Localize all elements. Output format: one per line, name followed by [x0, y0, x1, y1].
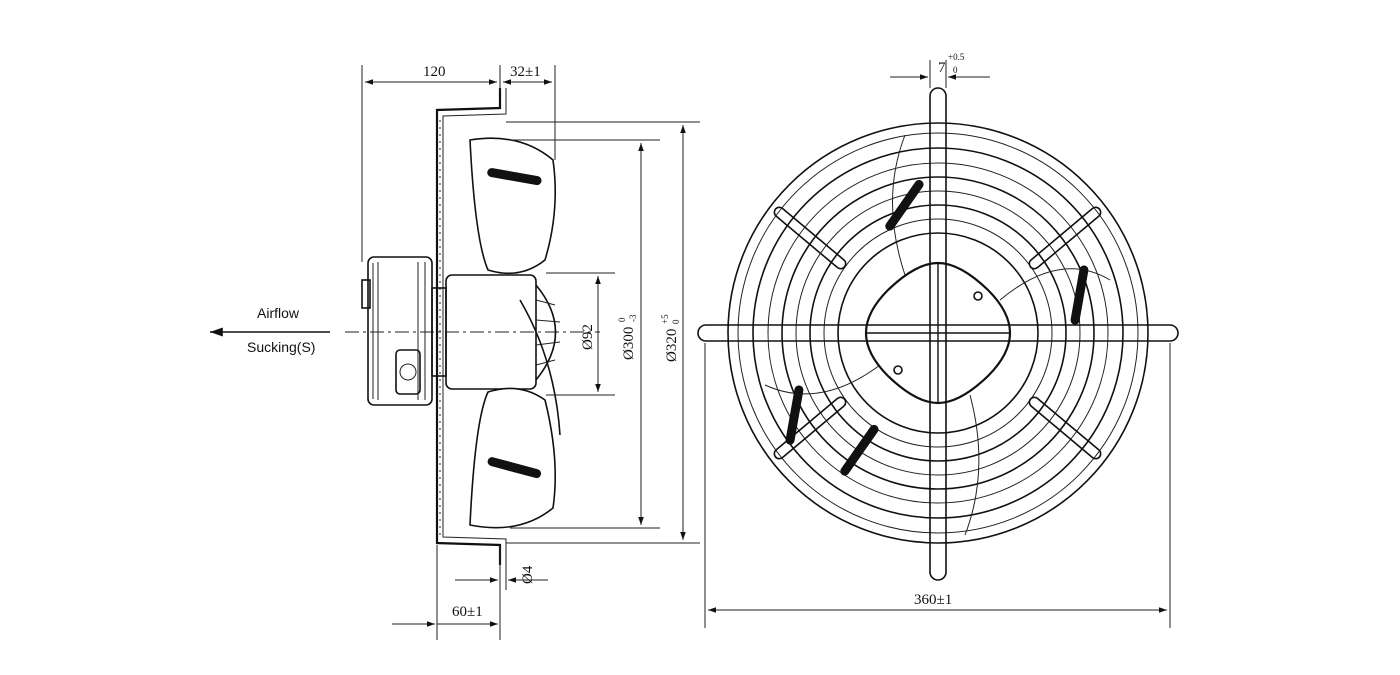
- hub-cone: [535, 284, 557, 381]
- hub-rib-4: [535, 359, 556, 366]
- blade-curve-4: [764, 364, 881, 395]
- guard-spokes: [773, 206, 1102, 460]
- dim-300-tol-lower: -3: [628, 314, 638, 322]
- blade-slot-4: [785, 385, 804, 445]
- motor-cap: [361, 279, 371, 309]
- dim-92-text: Ø92: [580, 324, 596, 350]
- guard-ring-2: [737, 132, 1139, 534]
- dim-300-label: Ø300 0 -3: [617, 314, 638, 360]
- dim-7-tol-lower: 0: [953, 65, 958, 75]
- hub-rib-3: [535, 341, 561, 346]
- dim-300-text: Ø300: [621, 327, 637, 360]
- dim-320-label: Ø320 +5 0: [660, 314, 681, 362]
- cable-gland: [395, 349, 421, 395]
- airflow-label: Airflow: [257, 305, 300, 321]
- spoke-sw: [773, 396, 847, 460]
- dim-360-text: 360±1: [914, 592, 952, 608]
- guard-rings: [727, 122, 1149, 544]
- guard-ring-5: [781, 176, 1095, 490]
- blade-upper-slot: [487, 168, 542, 186]
- blade-slot-3: [840, 424, 879, 476]
- blade-upper: [469, 137, 556, 275]
- dim-320-text: Ø320: [664, 329, 680, 362]
- airflow-indicator: Airflow Sucking(S): [210, 305, 330, 355]
- spoke-nw: [773, 206, 847, 270]
- airflow-mode-label: Sucking(S): [247, 339, 315, 355]
- guard-ring-4: [767, 162, 1109, 504]
- blade-curve-3: [964, 394, 980, 536]
- cable-gland-nut: [399, 363, 417, 381]
- dim-120-text: 120: [423, 64, 446, 80]
- fan-blades: [764, 134, 1111, 536]
- dim-60-text: 60±1: [452, 604, 483, 620]
- guard-ring-3: [752, 147, 1124, 519]
- guard-ring-9: [837, 232, 1039, 434]
- blade-lower: [469, 387, 556, 529]
- blade-slot-2: [1070, 265, 1089, 325]
- blade-curve-2: [999, 268, 1111, 301]
- guard-ring-6: [795, 190, 1081, 476]
- bracket-vertical: [929, 87, 947, 581]
- hub-rib-1: [535, 299, 556, 306]
- guard-ring-8: [823, 218, 1053, 448]
- dim-320-tol-upper: +5: [660, 314, 670, 324]
- dim-7-text: 7: [938, 60, 946, 76]
- dim-300-tol-upper: 0: [617, 317, 627, 322]
- dim-32-text: 32±1: [510, 64, 541, 80]
- blade-middle-edge: [519, 299, 561, 436]
- blade-slot-1: [885, 179, 924, 231]
- dim-4-text: Ø4: [520, 565, 536, 584]
- spoke-ne: [1028, 206, 1102, 270]
- guard-ring-7: [809, 204, 1067, 462]
- dim-320-tol-lower: 0: [671, 319, 681, 324]
- side-view: 120 32±1 Ø92 Ø300 0 -3 Ø320 +5 0 Ø4 60±1: [345, 64, 700, 640]
- spoke-se: [1028, 396, 1102, 460]
- hub-bolt-1: [973, 291, 983, 301]
- hub-bolt-2: [893, 365, 903, 375]
- hub-rib-2: [535, 319, 561, 323]
- dim-7-tol-upper: +0.5: [948, 52, 965, 62]
- blade-lower-slot: [487, 457, 542, 479]
- guard-ring-1: [727, 122, 1149, 544]
- blade-curve-1: [892, 134, 906, 276]
- front-view: 7 +0.5 0 360±1: [697, 52, 1179, 628]
